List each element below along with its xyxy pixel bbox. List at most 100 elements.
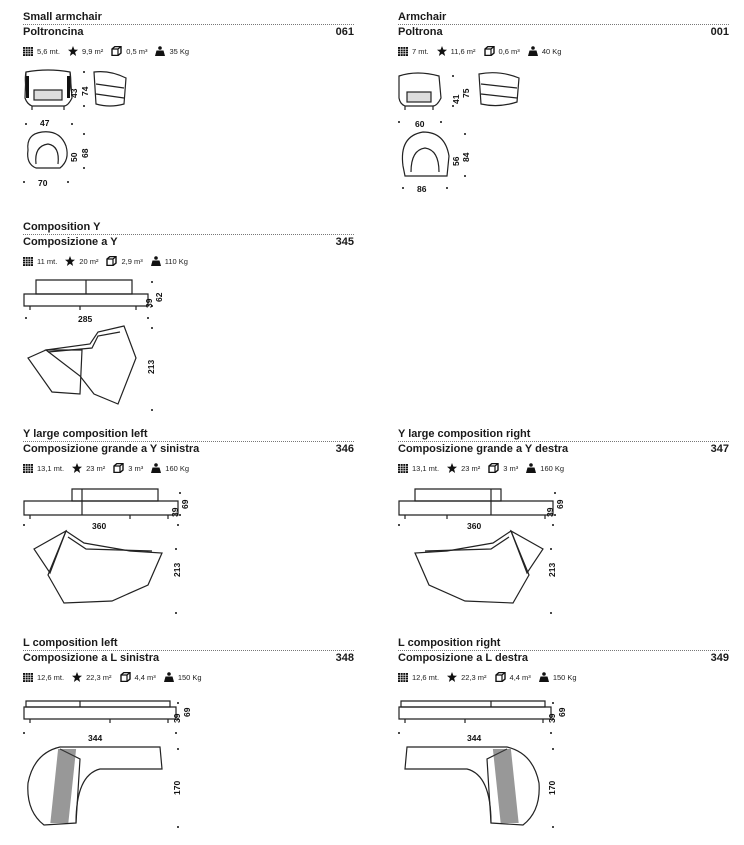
leather-area-icon [436, 46, 447, 56]
title-it: Composizione a L sinistra [23, 652, 160, 664]
spec-weight: 40 Kg [527, 46, 561, 56]
product-code: 348 [335, 652, 354, 664]
title-it: Composizione grande a Y destra [398, 443, 569, 455]
weight-icon [163, 672, 174, 682]
dim-width: 60 [415, 119, 425, 129]
dim-seat-height: 39 [144, 298, 154, 308]
volume-box-icon [106, 256, 118, 266]
spec-length: 13,1 mt. [23, 463, 64, 473]
dim-width: 47 [40, 118, 50, 128]
dim-height: 69 [555, 499, 565, 509]
spec-area: 23 m² [72, 463, 105, 473]
dim-seat-height: 39 [547, 713, 557, 723]
dim-depth: 70 [38, 178, 48, 188]
dim-width: 344 [467, 733, 481, 743]
product-l-composition-left: L composition left Composizione a L sini… [23, 636, 354, 684]
dim-width: 344 [88, 733, 102, 743]
volume-box-icon [111, 46, 122, 56]
dim-seat-height: 43 [69, 88, 79, 98]
dim-width: 360 [92, 521, 106, 531]
drawing-composition-y: 285 39 62 213 [23, 279, 164, 411]
fabric-length-icon [23, 256, 33, 266]
title-en: Y large composition right [398, 428, 531, 440]
dim-depth-2: 84 [461, 152, 471, 162]
volume-box-icon [494, 672, 506, 682]
fabric-length-icon [398, 46, 408, 56]
dim-depth: 170 [547, 781, 557, 795]
spec-weight: 35 Kg [155, 46, 189, 56]
title-it: Composizione grande a Y sinistra [23, 443, 200, 455]
fabric-length-icon [23, 463, 33, 473]
title-en: L composition right [398, 637, 501, 649]
title-en: Armchair [398, 11, 447, 23]
spec-area: 9,9 m² [67, 46, 103, 56]
divider [23, 234, 354, 235]
title-it: Poltrona [398, 26, 443, 38]
product-code: 349 [710, 652, 729, 664]
product-code: 061 [335, 26, 354, 38]
spec-area: 22,3 m² [72, 672, 112, 682]
dim-depth: 170 [172, 781, 182, 795]
dim-seat-height: 41 [451, 94, 461, 104]
spec-volume: 3 m³ [488, 463, 518, 473]
divider [398, 24, 729, 25]
dim-seat-height: 39 [545, 507, 555, 517]
leather-area-icon [447, 463, 458, 473]
specs-row: 13,1 mt. 23 m² 3 m³ 160 Kg [23, 461, 354, 475]
product-code: 345 [335, 236, 354, 248]
spec-weight: 150 Kg [163, 672, 202, 682]
dim-depth: 213 [146, 360, 156, 374]
spec-area: 22,3 m² [447, 672, 487, 682]
dim-height: 69 [182, 707, 192, 717]
divider [23, 24, 354, 25]
leather-area-icon [447, 672, 458, 682]
volume-box-icon [483, 46, 495, 56]
title-en: Y large composition left [23, 428, 148, 440]
drawing-l-composition-right: 344 39 69 170 [398, 700, 567, 828]
title-it: Composizione a Y [23, 236, 118, 248]
dim-height: 74 [80, 86, 90, 96]
fabric-length-icon [398, 672, 408, 682]
volume-box-icon [488, 463, 499, 473]
specs-row: 13,1 mt. 23 m² 3 m³ 160 Kg [398, 461, 729, 475]
spec-weight: 150 Kg [538, 672, 577, 682]
dim-height: 62 [154, 292, 164, 302]
weight-icon [151, 463, 162, 473]
spec-volume: 0,6 m³ [483, 46, 520, 56]
product-y-large-left: Y large composition left Composizione gr… [23, 427, 354, 475]
product-code: 346 [335, 443, 354, 455]
divider [398, 650, 729, 651]
spec-length: 7 mt. [398, 46, 429, 56]
dim-seat-height: 39 [172, 713, 182, 723]
volume-box-icon [119, 672, 131, 682]
spec-weight: 160 Kg [151, 463, 189, 473]
leather-area-icon [72, 463, 83, 473]
dim-width: 360 [467, 521, 481, 531]
dim-depth-2: 68 [80, 148, 90, 158]
spec-weight: 110 Kg [150, 256, 188, 266]
drawing-y-large-left: 360 39 69 213 [23, 488, 190, 614]
product-l-composition-right: L composition right Composizione a L des… [398, 636, 729, 684]
weight-icon [538, 672, 549, 682]
specs-row: 12,6 mt. 22,3 m² 4,4 m³ 150 Kg [23, 670, 354, 684]
dim-height: 69 [557, 707, 567, 717]
fabric-length-icon [398, 463, 408, 473]
drawing-armchair: 60 86 41 75 56 84 [398, 72, 520, 194]
spec-length: 12,6 mt. [398, 672, 439, 682]
spec-volume: 4,4 m³ [119, 672, 156, 682]
fabric-length-icon [23, 46, 33, 56]
dim-seat-depth: 56 [451, 156, 461, 166]
spec-area: 11,6 m² [436, 46, 476, 56]
title-it: Poltroncina [23, 26, 84, 38]
leather-area-icon [72, 672, 83, 682]
spec-area: 20 m² [65, 256, 98, 266]
dim-width: 285 [78, 314, 92, 324]
spec-volume: 2,9 m³ [106, 256, 143, 266]
drawing-small-armchair: 47 70 43 74 50 68 [23, 69, 127, 188]
weight-icon [155, 46, 166, 56]
specs-row: 5,6 mt. 9,9 m² 0,5 m³ 35 Kg [23, 44, 354, 58]
spec-length: 11 mt. [23, 256, 57, 266]
